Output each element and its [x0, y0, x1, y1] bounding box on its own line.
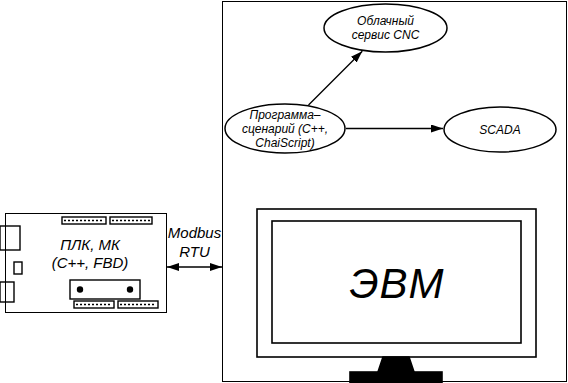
monitor-neck — [378, 357, 414, 372]
pin-header — [110, 217, 152, 224]
board-illustration — [0, 217, 158, 308]
node-text: ПЛК, МК (С++, FBD) — [44, 236, 136, 272]
chip-dot — [78, 287, 83, 292]
chip-outline — [70, 280, 140, 299]
ellipse-shape — [324, 4, 447, 52]
scada-ellipse: SCADA — [443, 106, 557, 153]
edge-label: Modbus RTU — [166, 223, 224, 261]
power-jack — [0, 282, 14, 302]
pin-header — [62, 217, 106, 224]
node-text: Программа–сценарий (С++, ChaiScript) — [230, 108, 340, 150]
header-pins — [76, 304, 112, 305]
pin-header — [74, 301, 114, 308]
header-pins — [112, 220, 150, 221]
controller-board: ПЛК, МК (С++, FBD) — [5, 213, 167, 313]
node-text: Облачный сервис CNC — [346, 14, 426, 42]
ellipse-shape — [225, 104, 345, 153]
connector-arrow — [167, 266, 222, 267]
script-ellipse: Программа–сценарий (С++, ChaiScript) — [224, 103, 346, 154]
node-text: SCADA — [450, 123, 550, 137]
pin-header — [118, 301, 158, 308]
ellipse-shape — [444, 107, 556, 152]
monitor-frame — [257, 209, 536, 357]
node-text: ЭВМ — [273, 223, 521, 344]
cloud-ellipse: Облачный сервис CNC — [323, 3, 448, 53]
header-pins — [120, 304, 156, 305]
monitor-illustration — [257, 209, 536, 383]
connector-arrow — [346, 128, 443, 129]
monitor-screen — [272, 221, 521, 343]
usb-connector — [0, 226, 20, 250]
chip-dot — [128, 287, 133, 292]
connector-arrow — [309, 51, 363, 105]
header-pins — [64, 220, 104, 221]
reset-button — [14, 262, 22, 274]
computer-frame: ЭВМ Облачный сервис CNC Программа–сценарий… — [222, 1, 567, 382]
